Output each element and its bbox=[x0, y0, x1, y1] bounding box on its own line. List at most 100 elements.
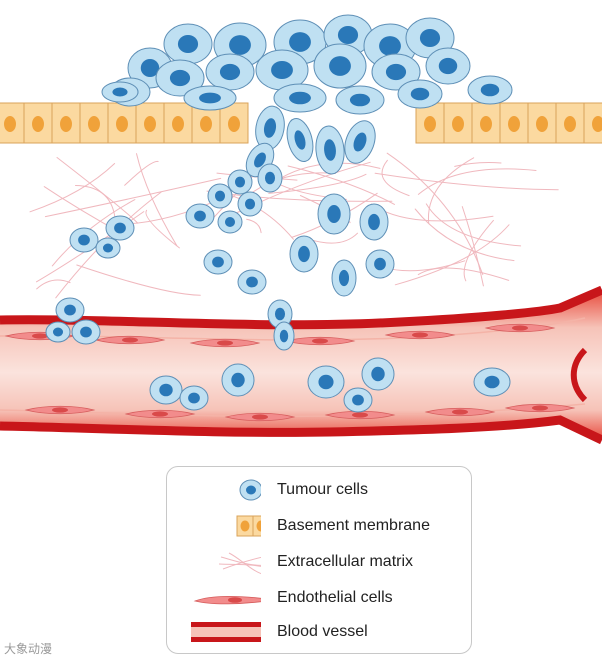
ecm-fibre bbox=[425, 203, 522, 247]
tumour-cell bbox=[237, 191, 263, 217]
watermark: 大象动漫 bbox=[4, 642, 53, 656]
membrane-cell bbox=[0, 102, 25, 144]
endothelial-cell bbox=[504, 403, 576, 413]
tumour-cell bbox=[255, 105, 285, 151]
legend-item-ecm: Extracellular matrix bbox=[167, 547, 473, 577]
tumour-cell bbox=[331, 259, 357, 297]
tumour-cell bbox=[317, 193, 351, 235]
tumour-cell bbox=[343, 387, 373, 413]
endothelial-cell bbox=[189, 338, 261, 348]
membrane-cell bbox=[583, 102, 602, 144]
membrane-cell bbox=[107, 102, 137, 144]
ecm-fibre bbox=[29, 163, 116, 213]
ecm-fibre bbox=[136, 153, 178, 247]
tumour-cell bbox=[307, 365, 345, 399]
tumour-cell bbox=[71, 319, 101, 345]
membrane-cell bbox=[135, 102, 165, 144]
endothelial-cell bbox=[284, 336, 356, 346]
membrane-cell bbox=[443, 102, 473, 144]
tumour-cell bbox=[335, 85, 385, 115]
tumour-cell bbox=[155, 59, 205, 97]
blood-vessel-icon bbox=[191, 622, 261, 642]
tumour-cell bbox=[289, 235, 319, 273]
membrane-cell bbox=[79, 102, 109, 144]
tumour-cell bbox=[149, 375, 183, 405]
ecm-fibre bbox=[76, 264, 201, 296]
tumour-cell bbox=[227, 169, 253, 195]
legend: Tumour cells Basement membrane Extracell… bbox=[166, 466, 472, 654]
ecm-fibre bbox=[428, 157, 475, 224]
ecm-fibre bbox=[454, 162, 502, 167]
basement-membrane-icon bbox=[236, 515, 261, 537]
tumour-cell bbox=[205, 53, 255, 91]
legend-item-endothelial: Endothelial cells bbox=[167, 583, 473, 613]
tumour-cell bbox=[207, 183, 233, 209]
ecm-fibre bbox=[414, 208, 515, 262]
tumour-cell bbox=[473, 367, 511, 397]
legend-label-vessel: Blood vessel bbox=[277, 623, 368, 640]
tumour-cell bbox=[101, 81, 139, 103]
ecm-fibre bbox=[386, 152, 484, 276]
tumour-cell bbox=[163, 23, 213, 65]
tumour-cell bbox=[405, 17, 455, 59]
membrane-cell bbox=[163, 102, 193, 144]
membrane-cell bbox=[23, 102, 53, 144]
ecm-fibre bbox=[374, 172, 559, 191]
tumour-cell bbox=[467, 75, 513, 105]
tumour-cell bbox=[55, 297, 85, 323]
endothelial-cell bbox=[324, 410, 396, 420]
tumour-cell bbox=[203, 249, 233, 275]
tumour-cell bbox=[183, 85, 237, 111]
tumour-cell bbox=[397, 79, 443, 109]
tumour-cell bbox=[95, 237, 121, 259]
tumour-cell bbox=[179, 385, 209, 411]
tumour-cell bbox=[237, 269, 267, 295]
ecm-fibre bbox=[394, 224, 510, 286]
tumour-cell bbox=[69, 227, 99, 253]
tumour-cell bbox=[185, 203, 215, 229]
tumour-cell bbox=[361, 357, 395, 391]
ecm-fibre bbox=[381, 159, 410, 197]
legend-label-endothelial: Endothelial cells bbox=[277, 589, 393, 606]
tumour-cell bbox=[286, 118, 314, 162]
tumour-cells bbox=[45, 14, 513, 413]
endothelial-cell bbox=[24, 405, 96, 415]
tumour-cell bbox=[257, 163, 283, 193]
tumour-cell bbox=[255, 49, 309, 91]
tumour-cell bbox=[371, 53, 421, 91]
blood-vessel bbox=[0, 285, 602, 445]
membrane-cell bbox=[555, 102, 585, 144]
tumour-cell-icon bbox=[239, 479, 261, 501]
ecm-fibre bbox=[124, 160, 159, 186]
membrane-cell bbox=[51, 102, 81, 144]
ecm-fibre bbox=[417, 267, 510, 281]
legend-item-vessel: Blood vessel bbox=[167, 617, 473, 647]
tumour-cell bbox=[45, 321, 71, 343]
endothelial-cell-icon bbox=[193, 595, 261, 605]
extracellular-matrix bbox=[29, 152, 559, 299]
tumour-cell bbox=[221, 363, 255, 397]
ecm-fibre bbox=[308, 232, 358, 244]
ecm-fibre bbox=[145, 209, 180, 249]
endothelial-cell bbox=[484, 323, 556, 333]
legend-item-tumour: Tumour cells bbox=[167, 475, 473, 505]
legend-label-tumour: Tumour cells bbox=[277, 481, 368, 498]
tumour-cell bbox=[313, 43, 367, 89]
tumour-cell bbox=[105, 215, 135, 241]
ecm-fibre bbox=[56, 157, 139, 224]
endothelial-cell bbox=[94, 335, 166, 345]
membrane-cell bbox=[219, 102, 249, 144]
endothelial-cell bbox=[224, 412, 296, 422]
legend-label-ecm: Extracellular matrix bbox=[277, 553, 414, 570]
legend-item-membrane: Basement membrane bbox=[167, 511, 473, 541]
endothelial-cell bbox=[124, 409, 196, 419]
membrane-cell bbox=[415, 102, 445, 144]
membrane-cell bbox=[471, 102, 501, 144]
tumour-cell bbox=[359, 203, 389, 241]
tumour-cell bbox=[344, 120, 376, 164]
legend-label-membrane: Basement membrane bbox=[277, 517, 430, 534]
tumour-cell bbox=[425, 47, 471, 85]
ecm-fibre bbox=[75, 185, 116, 217]
ecm-fibre bbox=[36, 279, 71, 290]
